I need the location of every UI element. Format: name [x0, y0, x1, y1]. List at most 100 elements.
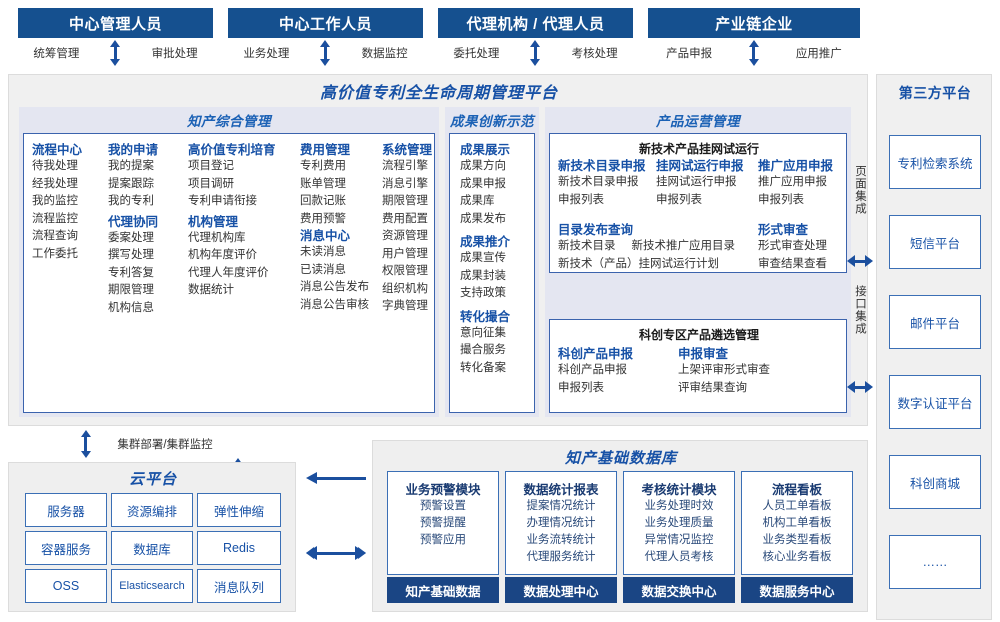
- db-leaf-item[interactable]: 业务类型看板: [762, 534, 832, 546]
- group-head[interactable]: 我的申请: [108, 143, 159, 157]
- leaf-item[interactable]: 申报列表: [558, 381, 604, 394]
- third-party-item-0[interactable]: 专利检索系统: [889, 135, 981, 189]
- db-leaf-item[interactable]: 办理情况统计: [526, 517, 596, 529]
- leaf-item[interactable]: 专利申请衔接: [188, 195, 257, 207]
- leaf-item[interactable]: 上架评审形式审查: [678, 364, 770, 376]
- db-leaf-item[interactable]: 机构工单看板: [762, 517, 832, 529]
- role-title-0[interactable]: 中心管理人员: [18, 8, 213, 38]
- group-head[interactable]: 转化撮合: [460, 309, 511, 324]
- leaf-item[interactable]: 撰写处理: [108, 249, 154, 261]
- leaf-item[interactable]: 支持政策: [460, 287, 506, 299]
- leaf-item[interactable]: 新技术推广应用目录: [631, 240, 736, 252]
- db-column-head[interactable]: 考核统计模块: [641, 483, 717, 497]
- db-leaf-item[interactable]: 代理人员考核: [644, 551, 714, 563]
- leaf-item[interactable]: 流程引擎: [382, 160, 428, 172]
- leaf-item[interactable]: 科创产品申报: [558, 364, 627, 376]
- leaf-item[interactable]: 项目登记: [188, 160, 234, 172]
- leaf-item[interactable]: 专利答复: [108, 266, 154, 279]
- group-head[interactable]: 申报审查: [678, 347, 729, 361]
- leaf-item[interactable]: 账单管理: [300, 177, 346, 190]
- db-column-head[interactable]: 流程看板: [771, 483, 822, 497]
- leaf-item[interactable]: 申报列表: [656, 193, 702, 206]
- cloud-cell-2[interactable]: 弹性伸缩: [197, 493, 281, 527]
- group-head[interactable]: 代理协同: [108, 214, 159, 229]
- leaf-item[interactable]: 成果申报: [460, 177, 506, 190]
- db-leaf-item[interactable]: 预警应用: [420, 534, 466, 546]
- leaf-item[interactable]: 流程监控: [32, 212, 78, 225]
- group-head[interactable]: 费用管理: [300, 143, 351, 157]
- leaf-item[interactable]: 成果库: [460, 195, 495, 207]
- leaf-item[interactable]: 我的专利: [108, 195, 154, 207]
- third-party-item-2[interactable]: 邮件平台: [889, 295, 981, 349]
- db-leaf-item[interactable]: 核心业务看板: [762, 551, 832, 563]
- leaf-item[interactable]: 形式审查处理: [758, 240, 827, 252]
- leaf-item[interactable]: 消息公告审核: [300, 298, 369, 311]
- group-head[interactable]: 系统管理: [382, 143, 433, 157]
- leaf-item[interactable]: 评审结果查询: [678, 381, 747, 394]
- cloud-cell-8[interactable]: 消息队列: [197, 569, 281, 603]
- group-head[interactable]: 挂网试运行申报: [656, 159, 744, 173]
- leaf-item[interactable]: 我的监控: [32, 195, 78, 207]
- leaf-item[interactable]: 机构信息: [108, 301, 154, 314]
- group-head[interactable]: 目录发布查询: [558, 223, 634, 237]
- leaf-item[interactable]: 挂网试运行申报: [656, 176, 737, 188]
- leaf-item[interactable]: 字典管理: [382, 300, 428, 312]
- leaf-item[interactable]: 权限管理: [382, 265, 428, 277]
- third-party-item-4[interactable]: 科创商城: [889, 455, 981, 509]
- leaf-item[interactable]: 费用预警: [300, 212, 346, 225]
- leaf-item[interactable]: 成果发布: [460, 212, 506, 225]
- cloud-cell-7[interactable]: Elasticsearch: [111, 569, 193, 603]
- role-title-3[interactable]: 产业链企业: [648, 8, 860, 38]
- db-footer-2[interactable]: 数据交换中心: [623, 577, 735, 603]
- leaf-item[interactable]: 代理人年度评价: [188, 266, 269, 279]
- leaf-item[interactable]: 推广应用申报: [758, 176, 827, 188]
- leaf-item[interactable]: 申报列表: [558, 193, 604, 206]
- cloud-cell-0[interactable]: 服务器: [25, 493, 107, 527]
- group-head[interactable]: 机构管理: [188, 214, 239, 229]
- cloud-cell-6[interactable]: OSS: [25, 569, 107, 603]
- cloud-cell-4[interactable]: 数据库: [111, 531, 193, 565]
- db-leaf-item[interactable]: 业务处理时效: [644, 500, 714, 512]
- leaf-item[interactable]: 委案处理: [108, 231, 154, 244]
- db-column-head[interactable]: 数据统计报表: [523, 483, 599, 497]
- cloud-cell-5[interactable]: Redis: [197, 531, 281, 565]
- db-leaf-item[interactable]: 预警设置: [420, 500, 466, 512]
- leaf-item[interactable]: 已读消息: [300, 263, 346, 276]
- leaf-item[interactable]: 成果封装: [460, 269, 506, 282]
- leaf-item[interactable]: 专利费用: [300, 160, 346, 172]
- leaf-item[interactable]: 机构年度评价: [188, 249, 257, 261]
- leaf-item[interactable]: 数据统计: [188, 284, 234, 296]
- db-footer-0[interactable]: 知产基础数据: [387, 577, 499, 603]
- role-title-1[interactable]: 中心工作人员: [228, 8, 423, 38]
- leaf-item[interactable]: 我的提案: [108, 160, 154, 172]
- leaf-item[interactable]: 申报列表: [758, 193, 804, 206]
- leaf-item[interactable]: 新技术目录申报: [558, 176, 639, 188]
- third-party-item-3[interactable]: 数字认证平台: [889, 375, 981, 429]
- leaf-item[interactable]: 组织机构: [382, 282, 428, 295]
- third-party-item-1[interactable]: 短信平台: [889, 215, 981, 269]
- group-head[interactable]: 高价值专利培育: [188, 143, 276, 157]
- leaf-item[interactable]: 转化备案: [460, 361, 506, 374]
- leaf-item[interactable]: 成果宣传: [460, 252, 506, 264]
- leaf-item[interactable]: 资源管理: [382, 230, 428, 242]
- group-head[interactable]: 形式审查: [758, 223, 809, 237]
- db-leaf-item[interactable]: 预警提醒: [420, 517, 466, 529]
- group-head[interactable]: 新技术目录申报: [558, 159, 646, 173]
- db-leaf-item[interactable]: 人员工单看板: [762, 500, 832, 512]
- db-column-head[interactable]: 业务预警模块: [405, 483, 481, 497]
- db-leaf-item[interactable]: 业务处理质量: [644, 517, 714, 529]
- leaf-item[interactable]: 项目调研: [188, 177, 234, 190]
- group-head[interactable]: 推广应用申报: [758, 159, 834, 173]
- leaf-item[interactable]: 消息引擎: [382, 177, 428, 190]
- leaf-item[interactable]: 代理机构库: [188, 231, 246, 244]
- db-footer-3[interactable]: 数据服务中心: [741, 577, 853, 603]
- leaf-item[interactable]: 未读消息: [300, 246, 346, 258]
- group-head[interactable]: 科创产品申报: [558, 347, 634, 361]
- role-title-2[interactable]: 代理机构 / 代理人员: [438, 8, 633, 38]
- leaf-item[interactable]: 成果方向: [460, 160, 506, 172]
- group-head[interactable]: 流程中心: [32, 143, 83, 157]
- leaf-item[interactable]: 消息公告发布: [300, 281, 369, 293]
- group-head[interactable]: 消息中心: [300, 229, 351, 243]
- leaf-item[interactable]: 期限管理: [382, 195, 428, 207]
- third-party-item-5[interactable]: ……: [889, 535, 981, 589]
